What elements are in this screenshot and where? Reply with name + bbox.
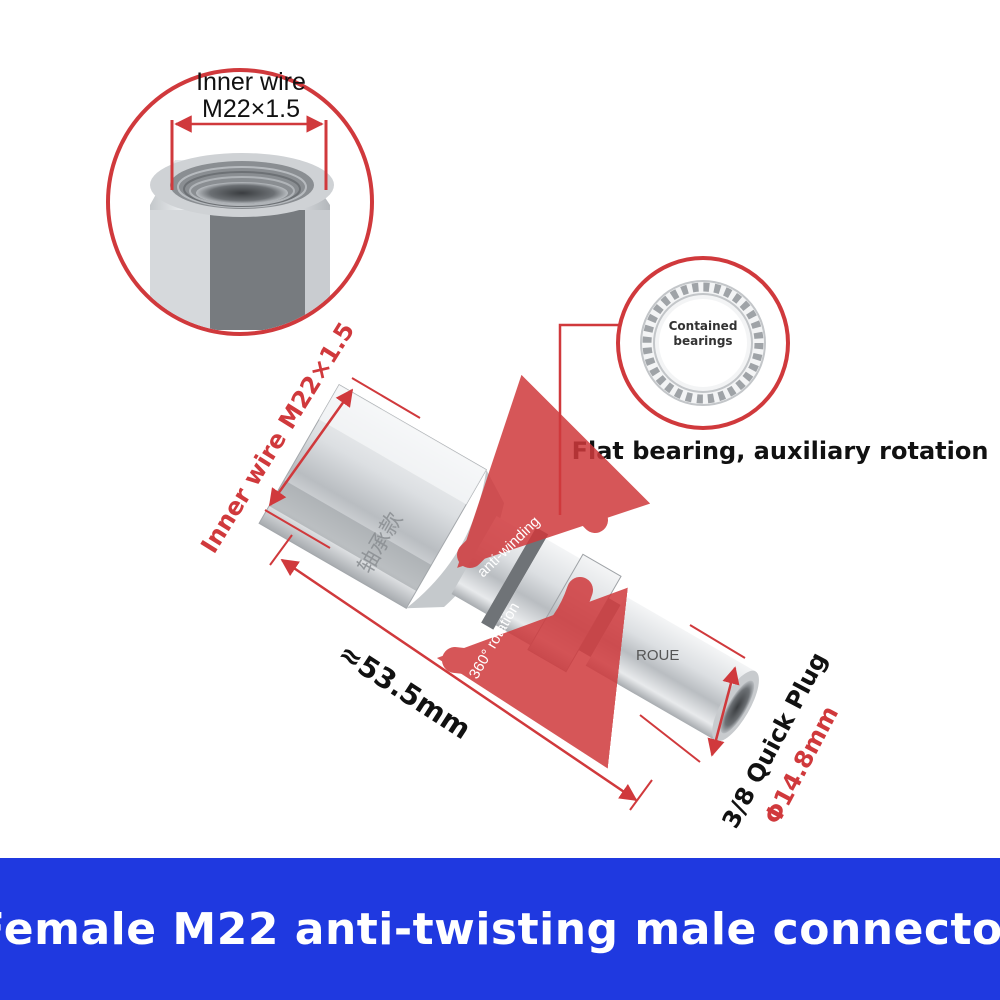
bearing-label-line2: bearings [673, 334, 732, 348]
banner-title: Female M22 anti-twisting male connector [0, 903, 1000, 955]
brand-mark: ROUE [636, 647, 679, 664]
title-banner: Female M22 anti-twisting male connector [0, 858, 1000, 1000]
anti-winding-arrow [457, 374, 651, 568]
detail-label-line2: M22×1.5 [202, 95, 300, 123]
bearing-caption: Flat bearing, auxiliary rotation [572, 437, 989, 465]
hex-nut-closeup [150, 153, 334, 330]
bearing-detail-circle: Contained bearings Flat bearing, auxilia… [558, 256, 989, 515]
thread-detail-circle: Inner wire M22×1.5 [106, 68, 374, 336]
detail-label-line1: Inner wire [196, 68, 306, 96]
bearing-label-line1: Contained [669, 319, 738, 333]
